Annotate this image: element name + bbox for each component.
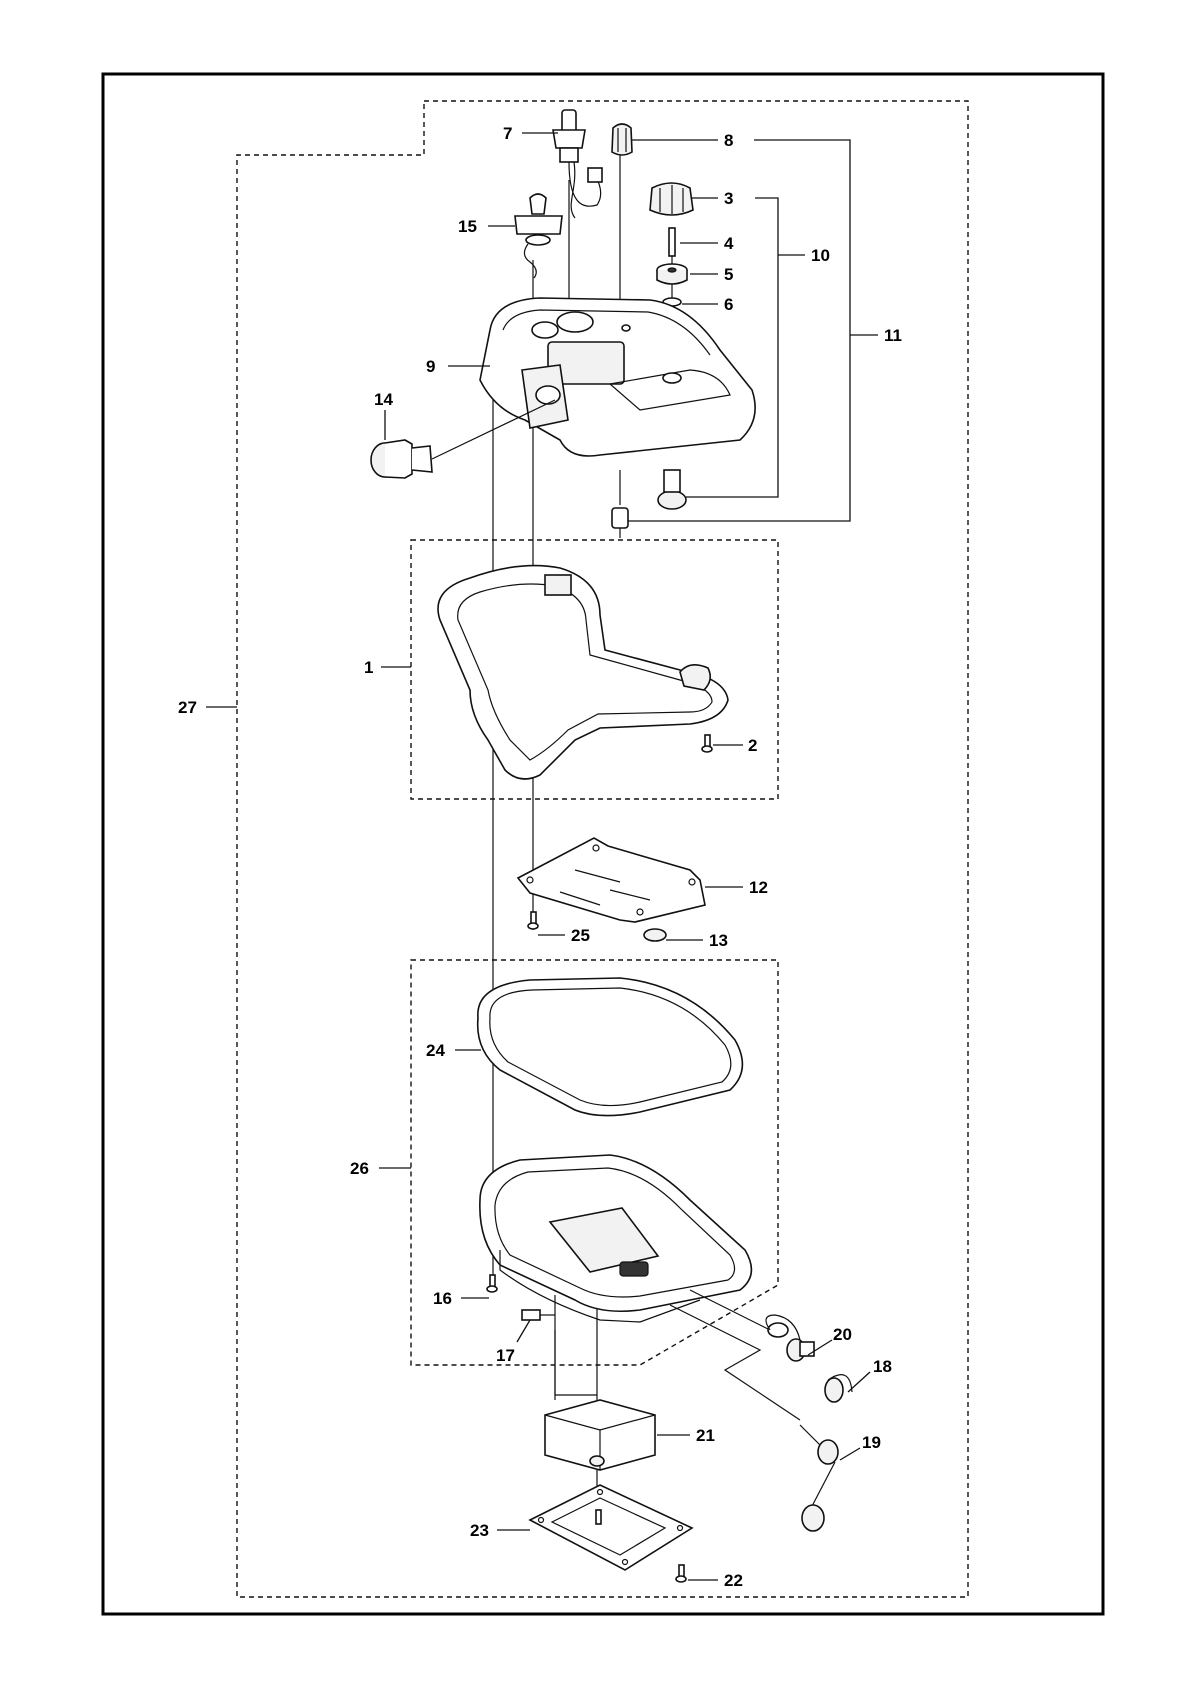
callout-26: 26 — [350, 1159, 369, 1178]
part-12-circuit-board — [516, 837, 706, 923]
cable-line — [669, 1304, 801, 1421]
cable-line — [554, 1330, 597, 1396]
part-15-sensor — [514, 193, 563, 279]
callout-13: 13 — [709, 931, 728, 950]
group-1-boundary — [410, 539, 779, 800]
callout-27: 27 — [178, 698, 197, 717]
part-10-lower-knob — [657, 469, 687, 510]
bracket-11 — [628, 139, 851, 522]
callout-9: 9 — [426, 357, 435, 376]
callout-18: 18 — [873, 1357, 892, 1376]
callout-3: 3 — [724, 189, 733, 208]
part-3-knob — [649, 182, 694, 216]
callout-21: 21 — [696, 1426, 715, 1445]
part-22-screw — [675, 1564, 687, 1583]
page-frame — [101, 72, 1105, 1616]
part-17-connector — [521, 1309, 555, 1321]
callout-8: 8 — [724, 131, 733, 150]
callout-25: 25 — [571, 926, 590, 945]
assembly-27-boundary — [236, 100, 969, 1598]
callout-6: 6 — [724, 295, 733, 314]
part-18-cap — [824, 1374, 853, 1403]
callout-14: 14 — [374, 390, 393, 409]
part-20-connector — [765, 1314, 815, 1362]
part-14-plug — [370, 399, 556, 479]
part-24-seal — [476, 977, 744, 1117]
cable-line — [689, 1289, 781, 1336]
callout-11: 11 — [884, 326, 902, 345]
bracket-10 — [686, 197, 779, 498]
part-4-pin — [668, 227, 676, 257]
callout-16: 16 — [433, 1289, 452, 1308]
leader-19 — [839, 1447, 861, 1461]
part-13-disc — [643, 928, 667, 942]
callout-2: 2 — [748, 736, 757, 755]
callout-5: 5 — [724, 265, 733, 284]
callout-10: 10 — [811, 246, 830, 265]
callout-20: 20 — [833, 1325, 852, 1344]
part-21-battery-box — [544, 1399, 656, 1471]
callout-4: 4 — [724, 234, 734, 253]
part-19-plug — [799, 1424, 839, 1532]
callout-23: 23 — [470, 1521, 489, 1540]
callout-24: 24 — [426, 1041, 445, 1060]
part-26-base-housing — [479, 1154, 753, 1323]
part-1-frame — [437, 564, 729, 780]
callout-17: 17 — [496, 1346, 515, 1365]
leader-20 — [807, 1339, 833, 1356]
leader-18 — [847, 1371, 871, 1393]
part-25-screw — [527, 911, 539, 930]
leader-17 — [516, 1319, 531, 1343]
callout-12: 12 — [749, 878, 768, 897]
callout-7: 7 — [503, 124, 512, 143]
part-11-lower-cap — [611, 507, 629, 538]
part-23-cover-plate — [528, 1484, 694, 1571]
part-5-nut — [656, 263, 688, 285]
callout-1: 1 — [364, 658, 373, 677]
part-16-screw — [486, 1274, 498, 1293]
part-7-switch — [552, 109, 603, 219]
part-9-top-cover — [479, 297, 756, 457]
part-2-screw — [701, 734, 713, 753]
callout-19: 19 — [862, 1433, 881, 1452]
part-8-cap — [611, 123, 633, 156]
callout-15: 15 — [458, 217, 477, 236]
callout-22: 22 — [724, 1571, 743, 1590]
